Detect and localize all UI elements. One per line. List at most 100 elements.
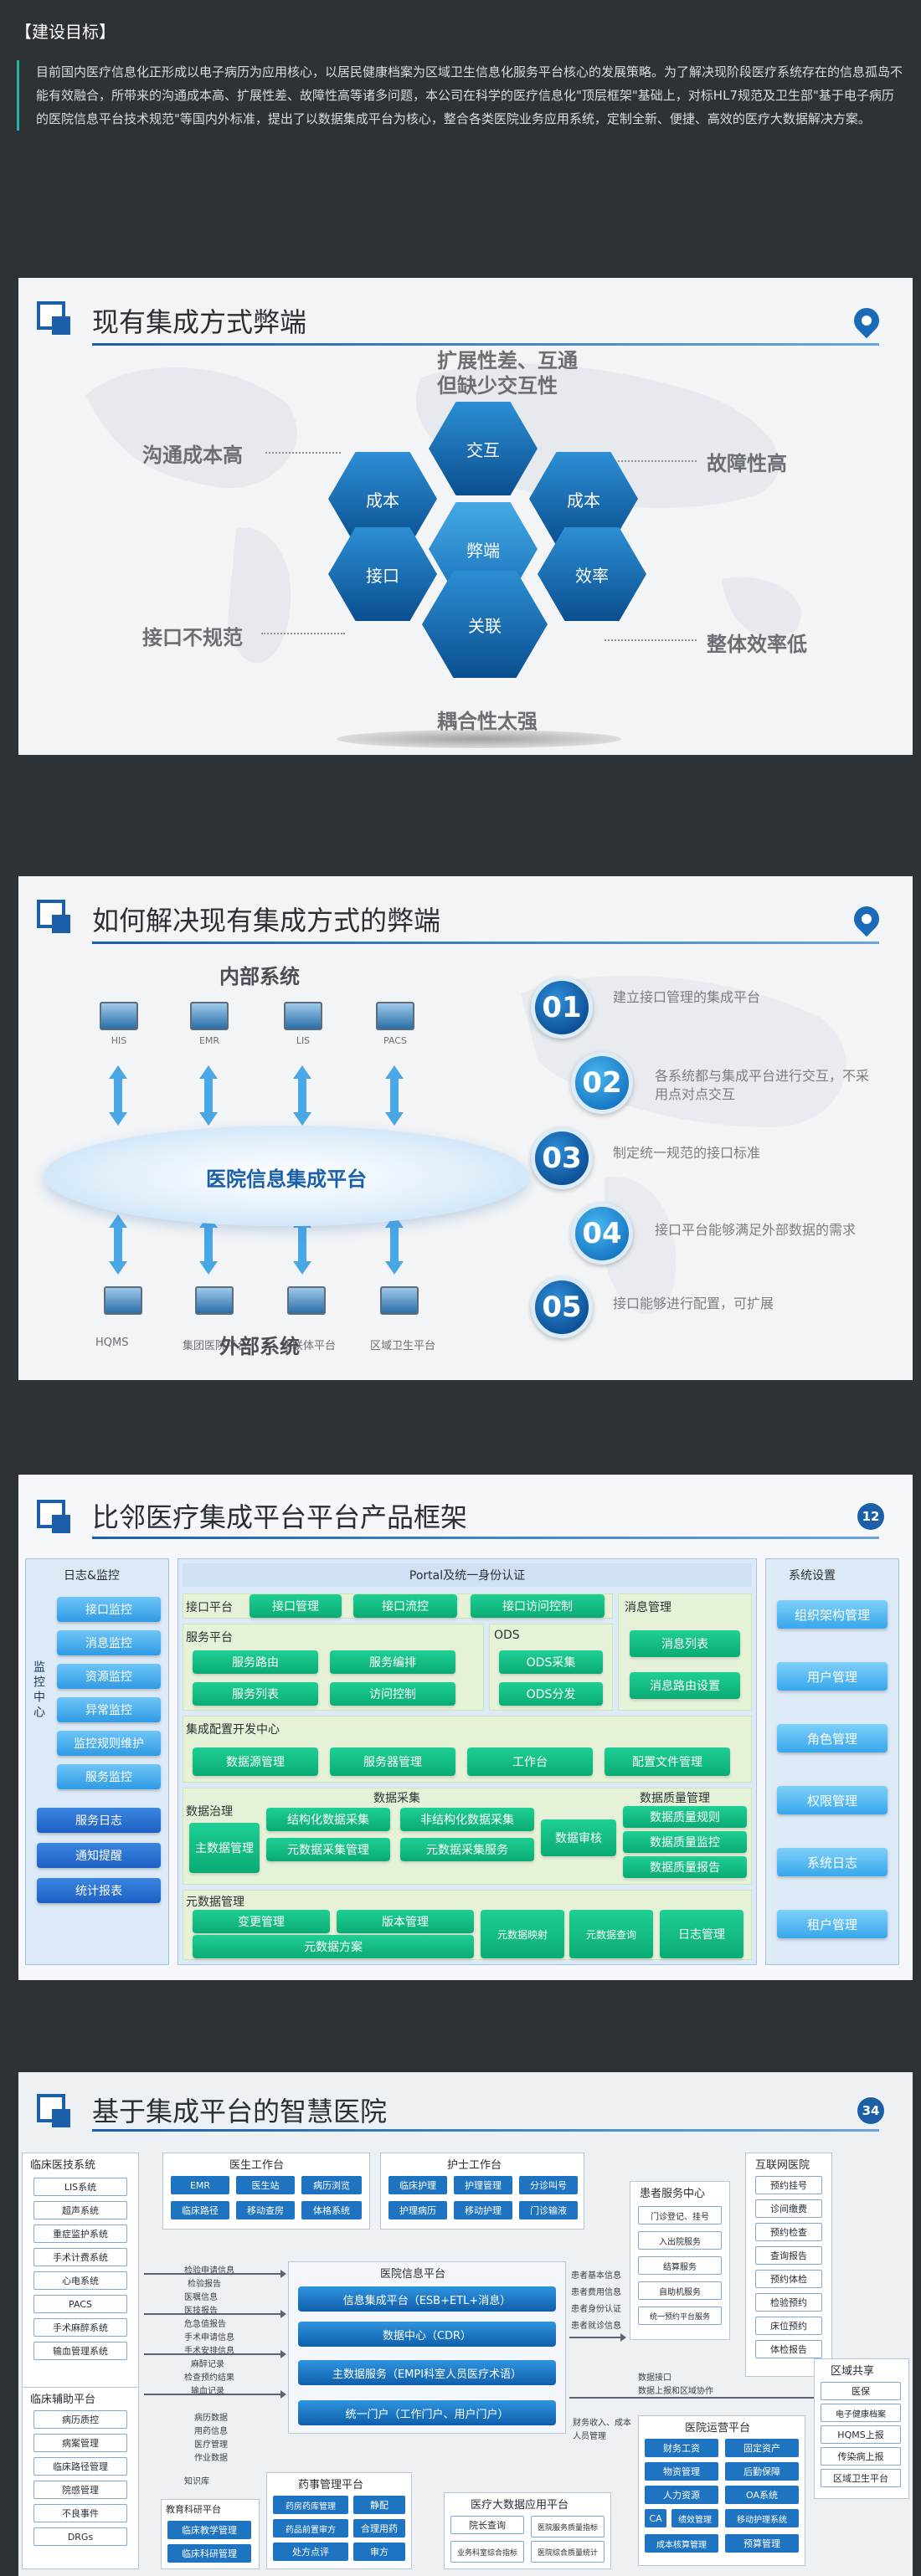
chip-book-bed[interactable]: 床位预约	[755, 2317, 822, 2335]
chip-mobile-nursing-system[interactable]: 移动护理系统	[725, 2509, 799, 2527]
btn-service-log[interactable]: 服务日志	[37, 1808, 161, 1833]
chip-lis[interactable]: LIS系统	[33, 2178, 127, 2196]
chip-query-report[interactable]: 查询报告	[755, 2246, 822, 2265]
btn-message-list[interactable]: 消息列表	[630, 1630, 740, 1657]
btn-quality-rules[interactable]: 数据质量规则	[623, 1806, 747, 1828]
btn-structured-collect[interactable]: 结构化数据采集	[266, 1808, 390, 1831]
chip-pacs[interactable]: PACS	[33, 2295, 127, 2313]
btn-message-routing[interactable]: 消息路由设置	[630, 1672, 740, 1699]
btn-version-manage[interactable]: 版本管理	[337, 1910, 474, 1933]
btn-service-list[interactable]: 服务列表	[193, 1682, 318, 1706]
btn-server-manage[interactable]: 服务器管理	[330, 1747, 455, 1776]
btn-service-orchestration[interactable]: 服务编排	[330, 1650, 455, 1674]
btn-config-file[interactable]: 配置文件管理	[605, 1747, 730, 1776]
chip-mobile-rounds[interactable]: 移动查房	[236, 2201, 295, 2219]
chip-hr[interactable]: 人力资源	[645, 2486, 718, 2504]
chip-finance[interactable]: 财务工资	[645, 2439, 718, 2457]
btn-metadata-collect-svc[interactable]: 元数据采集服务	[400, 1838, 534, 1861]
chip-anesthesia[interactable]: 手术麻醉系统	[33, 2318, 127, 2337]
chip-ultrasound[interactable]: 超声系统	[33, 2201, 127, 2219]
bar-integration-platform[interactable]: 信息集成平台（ESB+ETL+消息）	[298, 2286, 556, 2312]
btn-org-manage[interactable]: 组织架构管理	[777, 1600, 888, 1629]
chip-admission[interactable]: 入出院服务	[638, 2231, 722, 2250]
chip-teaching[interactable]: 临床教学管理	[167, 2521, 251, 2539]
btn-metadata-collect-mgmt[interactable]: 元数据采集管理	[266, 1838, 390, 1861]
btn-datasource[interactable]: 数据源管理	[193, 1747, 318, 1776]
chip-record-browse[interactable]: 病历浏览	[301, 2176, 362, 2194]
btn-tenant-manage[interactable]: 租户管理	[777, 1910, 888, 1938]
chip-book-lab[interactable]: 检验预约	[755, 2293, 822, 2312]
chip-nursing-record[interactable]: 护理病历	[388, 2201, 447, 2219]
chip-clinical-nursing[interactable]: 临床护理	[388, 2176, 447, 2194]
chip-budget[interactable]: 预算管理	[725, 2534, 799, 2553]
chip-kiosk[interactable]: 自助机服务	[638, 2281, 722, 2300]
chip-emr[interactable]: EMR	[171, 2176, 229, 2194]
chip-drgs[interactable]: DRGs	[33, 2527, 127, 2546]
btn-data-audit[interactable]: 数据审核	[541, 1819, 616, 1856]
chip-nursing-manage[interactable]: 护理管理	[454, 2176, 512, 2194]
chip-book-exam[interactable]: 预约检查	[755, 2223, 822, 2241]
chip-prescription-comment[interactable]: 处方点评	[273, 2543, 348, 2561]
chip-unified-booking[interactable]: 统一预约平台服务	[638, 2307, 722, 2325]
chip-book-register[interactable]: 预约挂号	[755, 2176, 822, 2194]
chip-dean-query[interactable]: 院长查询	[450, 2516, 524, 2534]
chip-insurance[interactable]: 医保	[821, 2382, 901, 2400]
chip-doctor-clinical-path[interactable]: 临床路径	[171, 2201, 229, 2219]
chip-regional-health[interactable]: 区域卫生平台	[821, 2469, 901, 2487]
btn-access-control[interactable]: 访问控制	[330, 1682, 455, 1706]
btn-interface-access[interactable]: 接口访问控制	[471, 1594, 605, 1618]
btn-log-manage[interactable]: 日志管理	[660, 1910, 743, 1958]
chip-iv-mixing[interactable]: 静配	[353, 2496, 405, 2514]
chip-checkup-report[interactable]: 体检报告	[755, 2340, 822, 2358]
btn-interface-flowctl[interactable]: 接口流控	[353, 1594, 457, 1618]
chip-logistics[interactable]: 后勤保障	[725, 2462, 799, 2481]
chip-ca[interactable]: CA	[645, 2509, 666, 2527]
chip-book-checkup[interactable]: 预约体检	[755, 2270, 822, 2288]
chip-research[interactable]: 临床科研管理	[167, 2544, 251, 2563]
btn-ods-distribute[interactable]: ODS分发	[499, 1682, 603, 1706]
btn-service-monitor[interactable]: 服务监控	[57, 1764, 161, 1789]
chip-review[interactable]: 审方	[353, 2543, 405, 2561]
btn-statistics-report[interactable]: 统计报表	[37, 1878, 161, 1903]
chip-record-manage[interactable]: 病案管理	[33, 2434, 127, 2452]
bar-data-center[interactable]: 数据中心（CDR）	[298, 2322, 556, 2347]
chip-settlement[interactable]: 结算服务	[638, 2256, 722, 2275]
btn-quality-report[interactable]: 数据质量报告	[623, 1856, 747, 1878]
chip-service-quality[interactable]: 医院服务质量指标	[531, 2516, 605, 2538]
chip-pharmacy[interactable]: 药房药库管理	[273, 2496, 348, 2514]
chip-registration[interactable]: 门诊登记、挂号	[638, 2206, 722, 2224]
btn-resource-monitor[interactable]: 资源监控	[57, 1664, 161, 1689]
btn-message-monitor[interactable]: 消息监控	[57, 1630, 161, 1655]
chip-dept-indicators[interactable]: 业务科室综合指标	[450, 2541, 524, 2563]
chip-prescription-review[interactable]: 药品前置审方	[273, 2519, 348, 2538]
btn-role-manage[interactable]: 角色管理	[777, 1724, 888, 1752]
btn-ods-collect[interactable]: ODS采集	[499, 1650, 603, 1674]
btn-workbench[interactable]: 工作台	[467, 1747, 593, 1776]
chip-adverse-event[interactable]: 不良事件	[33, 2504, 127, 2522]
bar-unified-portal[interactable]: 统一门户（工作门户、用户门户）	[298, 2400, 556, 2425]
chip-transfusion[interactable]: 输血管理系统	[33, 2342, 127, 2360]
btn-exception-monitor[interactable]: 异常监控	[57, 1697, 161, 1722]
chip-mobile-nursing[interactable]: 移动护理	[454, 2201, 512, 2219]
chip-health-record[interactable]: 电子健康档案	[821, 2404, 901, 2422]
btn-notification[interactable]: 通知提醒	[37, 1843, 161, 1868]
chip-rational-drug[interactable]: 合理用药	[353, 2519, 405, 2538]
chip-infusion[interactable]: 门诊输液	[519, 2201, 578, 2219]
bar-master-data[interactable]: 主数据服务（EMPI科室人员医疗术语）	[298, 2360, 556, 2385]
chip-ecg[interactable]: 心电系统	[33, 2271, 127, 2290]
btn-metadata-scheme[interactable]: 元数据方案	[193, 1935, 474, 1958]
chip-clinical-path[interactable]: 临床路径管理	[33, 2457, 127, 2476]
chip-infection[interactable]: 院感管理	[33, 2481, 127, 2499]
chip-cost-accounting[interactable]: 成本核算管理	[645, 2534, 718, 2553]
btn-metadata-query[interactable]: 元数据查询	[569, 1910, 653, 1958]
btn-unstructured-collect[interactable]: 非结构化数据采集	[400, 1808, 534, 1831]
chip-performance[interactable]: 绩效管理	[671, 2509, 718, 2527]
chip-oa[interactable]: OA系统	[725, 2486, 799, 2504]
btn-interface-manage[interactable]: 接口管理	[250, 1594, 342, 1618]
btn-system-log[interactable]: 系统日志	[777, 1848, 888, 1876]
btn-master-data[interactable]: 主数据管理	[189, 1823, 260, 1873]
chip-clinic-pay[interactable]: 诊间缴费	[755, 2199, 822, 2218]
btn-monitor-rules[interactable]: 监控规则维护	[57, 1731, 161, 1756]
chip-record-qc[interactable]: 病历质控	[33, 2410, 127, 2429]
chip-quality-stats[interactable]: 医院综合质量统计	[531, 2541, 605, 2563]
